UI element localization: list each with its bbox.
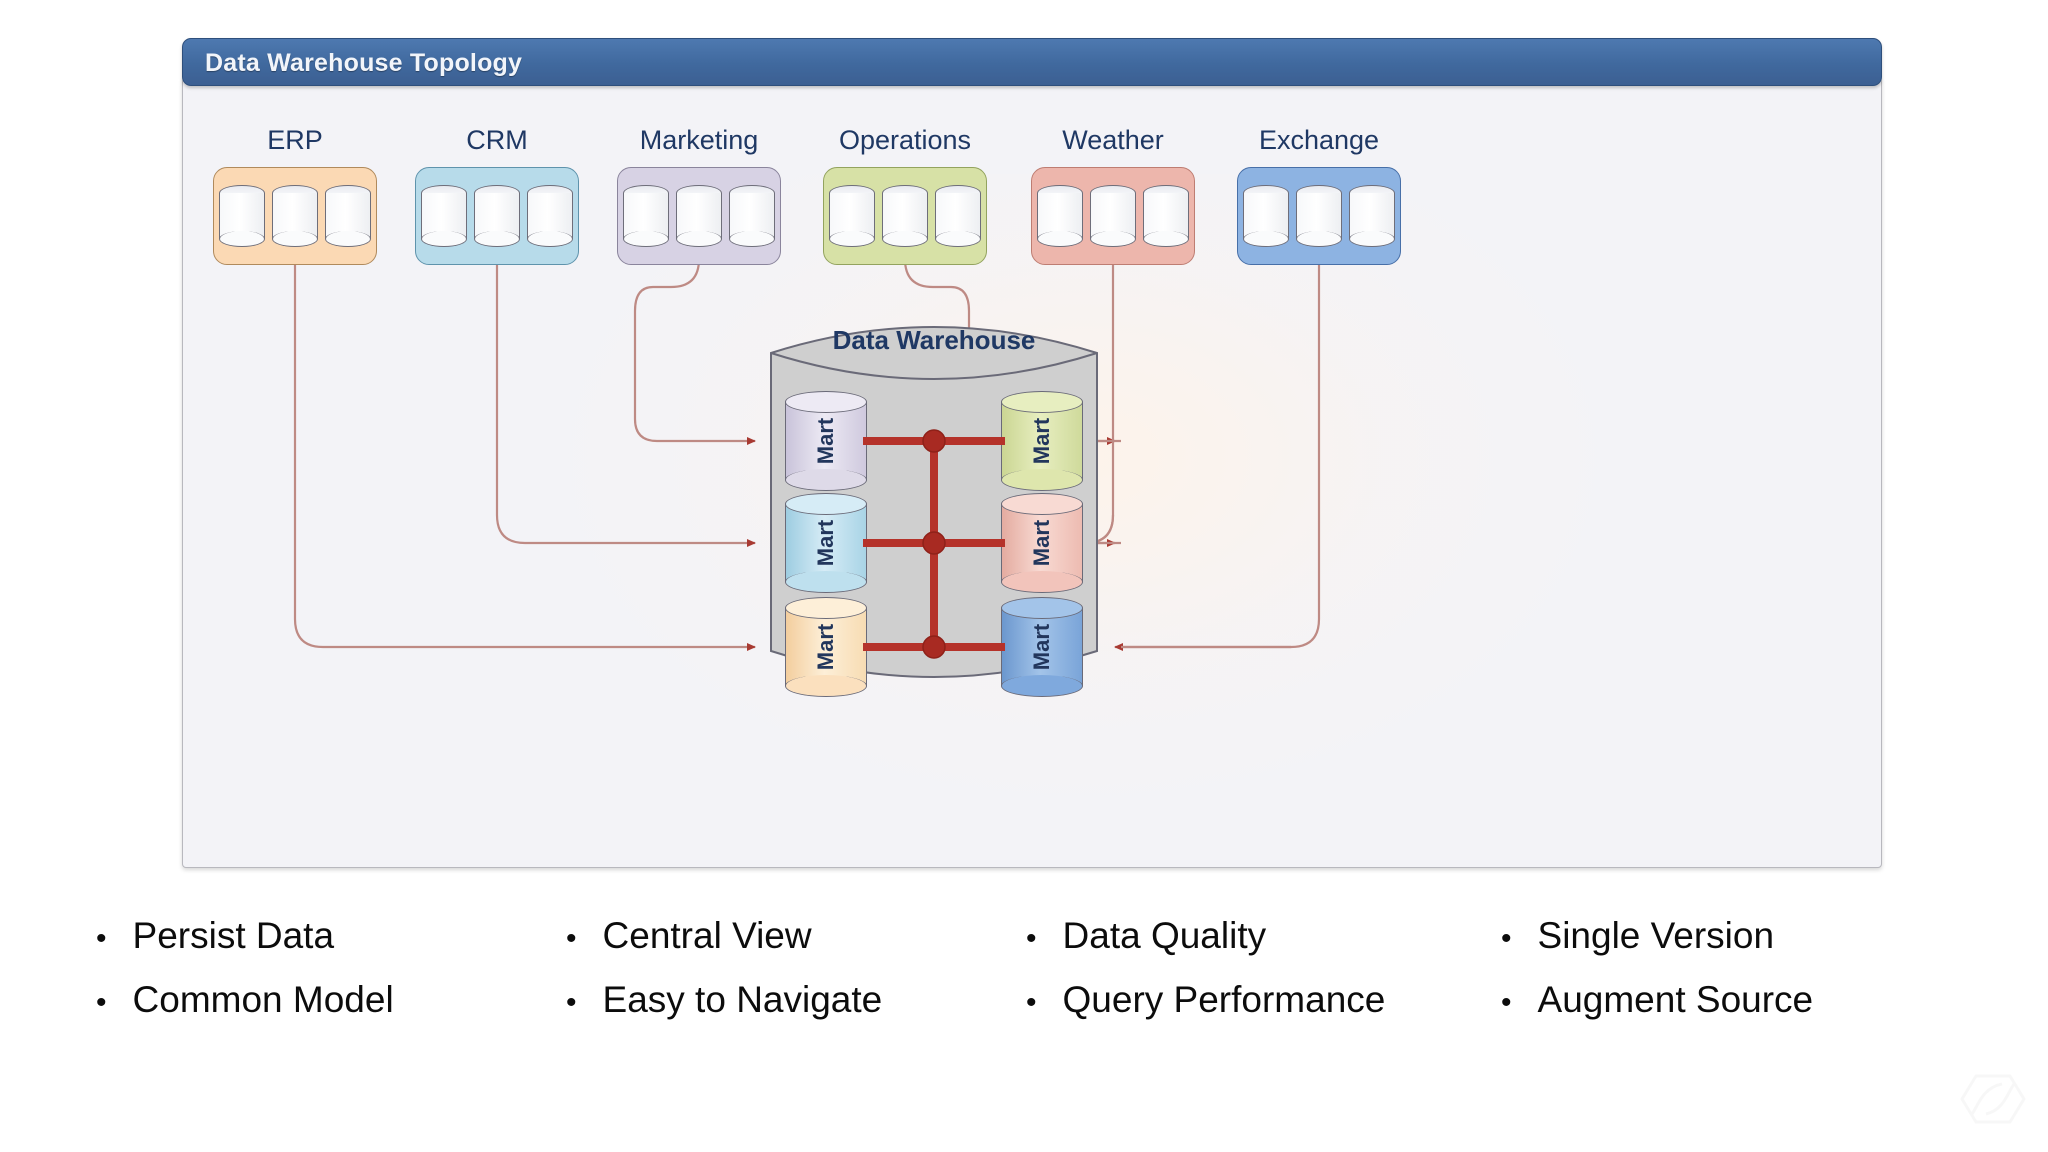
list-item: • Common Model xyxy=(96,979,566,1021)
bullet-label: Query Performance xyxy=(1062,979,1386,1020)
source-box-erp[interactable] xyxy=(213,167,377,265)
data-warehouse-topology-panel: Data Warehouse Topology xyxy=(182,38,1882,870)
source-label-erp: ERP xyxy=(267,125,323,155)
source-box-crm[interactable] xyxy=(415,167,579,265)
mart-bottom-ellipse xyxy=(785,469,867,491)
database-cylinder-icon xyxy=(1349,185,1395,247)
mart-bus xyxy=(863,429,1005,659)
source-label-marketing: Marketing xyxy=(639,125,759,155)
bullet-label: Central View xyxy=(602,915,812,956)
panel-title: Data Warehouse Topology xyxy=(205,49,523,77)
mart-body xyxy=(1001,504,1083,582)
list-item: • Single Version xyxy=(1501,915,1813,957)
database-cylinder-icon xyxy=(1296,185,1342,247)
source-label-weather: Weather xyxy=(1062,125,1164,155)
benefits-bullet-list: • Persist Data • Common Model • Central … xyxy=(96,915,1996,1021)
bullet-marker-icon: • xyxy=(96,986,107,1019)
mart-top-ellipse xyxy=(785,597,867,619)
connector-crm xyxy=(495,221,756,547)
database-cylinder-icon xyxy=(325,185,371,247)
mart-top-left[interactable]: Mart xyxy=(785,391,867,491)
data-warehouse-cylinder[interactable]: Data Warehouse xyxy=(765,309,1103,697)
list-item: • Data Quality xyxy=(1026,915,1501,957)
database-cylinder-icon xyxy=(829,185,875,247)
database-cylinder-icon xyxy=(623,185,669,247)
connector-exchange xyxy=(1114,221,1321,651)
bullet-column-1: • Persist Data • Common Model xyxy=(96,915,566,1021)
panel-body: ERP CRM Marketing Operatio xyxy=(182,78,1882,868)
database-cylinder-icon xyxy=(219,185,265,247)
list-item: • Query Performance xyxy=(1026,979,1501,1021)
mart-bottom-ellipse xyxy=(1001,571,1083,593)
source-box-weather[interactable] xyxy=(1031,167,1195,265)
database-cylinder-icon xyxy=(1090,185,1136,247)
list-item: • Central View xyxy=(566,915,1026,957)
bullet-marker-icon: • xyxy=(1501,986,1512,1019)
panel-titlebar: Data Warehouse Topology xyxy=(182,38,1882,86)
mart-body xyxy=(1001,608,1083,686)
bullet-marker-icon: • xyxy=(1501,922,1512,955)
mart-body xyxy=(785,504,867,582)
bullet-column-4: • Single Version • Augment Source xyxy=(1501,915,1813,1021)
source-box-operations[interactable] xyxy=(823,167,987,265)
database-cylinder-icon xyxy=(935,185,981,247)
source-box-exchange[interactable] xyxy=(1237,167,1401,265)
source-label-exchange: Exchange xyxy=(1258,125,1380,155)
bullet-label: Augment Source xyxy=(1537,979,1814,1020)
mart-top-ellipse xyxy=(1001,597,1083,619)
database-cylinder-icon xyxy=(676,185,722,247)
mart-bottom-left[interactable]: Mart xyxy=(785,597,867,697)
database-cylinder-icon xyxy=(1243,185,1289,247)
bullet-marker-icon: • xyxy=(96,922,107,955)
mart-middle-right[interactable]: Mart xyxy=(1001,493,1083,593)
source-box-marketing[interactable] xyxy=(617,167,781,265)
database-cylinder-icon xyxy=(474,185,520,247)
mart-bottom-ellipse xyxy=(785,571,867,593)
database-cylinder-icon xyxy=(882,185,928,247)
mart-bottom-ellipse xyxy=(785,675,867,697)
database-cylinder-icon xyxy=(1037,185,1083,247)
database-cylinder-icon xyxy=(1143,185,1189,247)
database-cylinder-icon xyxy=(729,185,775,247)
bullet-label: Single Version xyxy=(1537,915,1775,956)
mart-bottom-right[interactable]: Mart xyxy=(1001,597,1083,697)
source-label-operations: Operations xyxy=(838,125,972,155)
bullet-label: Easy to Navigate xyxy=(602,979,883,1020)
mart-body xyxy=(785,402,867,480)
mart-top-ellipse xyxy=(1001,493,1083,515)
bullet-label: Persist Data xyxy=(132,915,335,956)
list-item: • Augment Source xyxy=(1501,979,1813,1021)
bullet-marker-icon: • xyxy=(566,986,577,1019)
bullet-column-3: • Data Quality • Query Performance xyxy=(1026,915,1501,1021)
bullet-column-2: • Central View • Easy to Navigate xyxy=(566,915,1026,1021)
database-cylinder-icon xyxy=(272,185,318,247)
mart-bottom-ellipse xyxy=(1001,469,1083,491)
bullet-marker-icon: • xyxy=(566,922,577,955)
mart-top-ellipse xyxy=(785,391,867,413)
mart-bottom-ellipse xyxy=(1001,675,1083,697)
bullet-label: Common Model xyxy=(132,979,394,1020)
list-item: • Easy to Navigate xyxy=(566,979,1026,1021)
watermark-logo-icon xyxy=(1960,1074,2026,1124)
mart-middle-left[interactable]: Mart xyxy=(785,493,867,593)
mart-top-ellipse xyxy=(785,493,867,515)
list-item: • Persist Data xyxy=(96,915,566,957)
database-cylinder-icon xyxy=(421,185,467,247)
bullet-marker-icon: • xyxy=(1026,922,1037,955)
bullet-marker-icon: • xyxy=(1026,986,1037,1019)
bullet-label: Data Quality xyxy=(1062,915,1267,956)
connector-erp xyxy=(293,221,756,651)
source-label-crm: CRM xyxy=(466,125,528,155)
database-cylinder-icon xyxy=(527,185,573,247)
